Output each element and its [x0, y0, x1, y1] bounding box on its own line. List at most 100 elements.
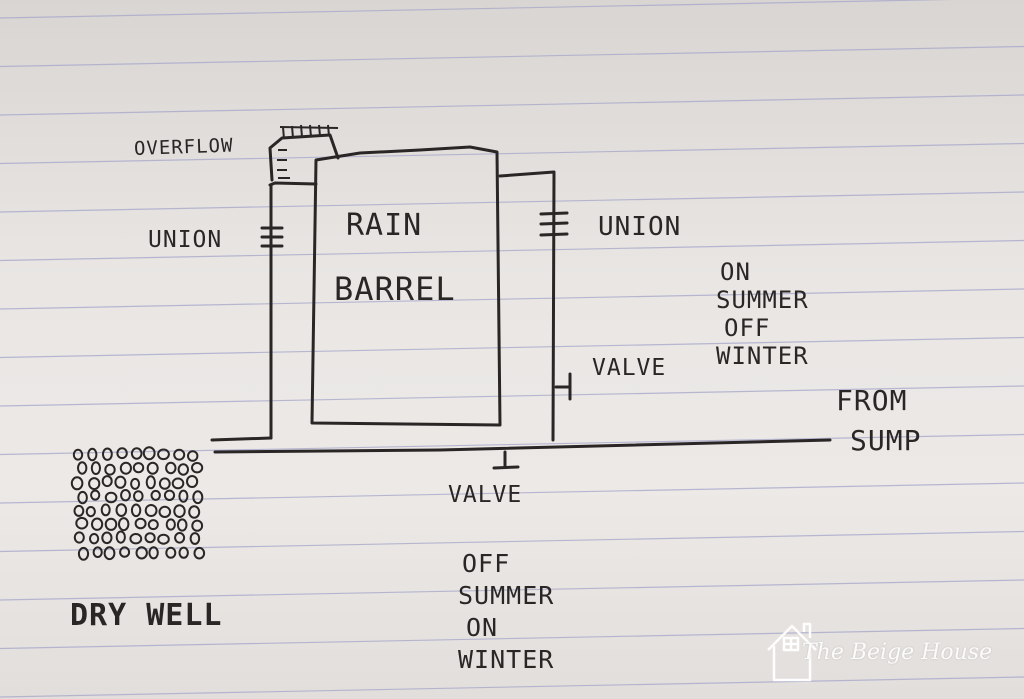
gravel-stone [100, 503, 111, 517]
rule-line [0, 94, 1024, 116]
gravel-stone [103, 546, 116, 561]
dry-well-label: DRY WELL [70, 598, 223, 633]
gravel-stone [89, 533, 100, 545]
sump-main-pipe [210, 436, 832, 454]
gravel-stone [72, 448, 84, 461]
gravel-stone [146, 461, 159, 475]
gravel-stone [129, 533, 143, 545]
gravel-stone [133, 490, 144, 503]
gravel-stone [176, 518, 188, 532]
gravel-stone [130, 447, 143, 460]
gravel-stone [193, 546, 206, 560]
gravel-stone [101, 531, 113, 545]
gravel-stone [186, 475, 199, 488]
dry-well-gravel [70, 446, 206, 561]
gravel-stone [163, 489, 176, 501]
gravel-stone [114, 475, 127, 489]
valve-bottom-label: VALVE [448, 482, 523, 508]
gravel-stone [178, 546, 189, 559]
gravel-stone [178, 489, 189, 503]
rule-line [0, 288, 1024, 310]
gravel-stone [132, 462, 145, 474]
gravel-stone [173, 448, 186, 461]
left-union-symbol [260, 226, 284, 248]
gravel-stone [73, 531, 85, 544]
gravel-stone [119, 461, 133, 475]
gravel-stone [174, 532, 186, 544]
gravel-stone [73, 504, 85, 517]
rule-line [0, 676, 1024, 698]
watermark-text: The Beige House [802, 640, 993, 665]
gravel-stone [189, 532, 201, 545]
watermark: The Beige House [764, 616, 1014, 686]
bottom-valve-symbol [492, 465, 520, 470]
sump-label: SUMP [850, 424, 922, 457]
gravel-stone [85, 506, 96, 518]
gravel-stone [147, 519, 159, 531]
right-union-symbol [539, 211, 569, 237]
gravel-stone [77, 461, 88, 475]
gravel-stone [116, 447, 128, 460]
gravel-stone [115, 530, 126, 544]
gravel-stone [177, 463, 190, 476]
gravel-stone [157, 533, 170, 545]
valve-right-state: WINTER [716, 342, 809, 370]
gravel-stone [92, 546, 103, 559]
valve-right-label: VALVE [592, 355, 667, 381]
rain-label: RAIN [346, 208, 423, 243]
gravel-stone [157, 448, 170, 461]
gravel-stone [119, 546, 131, 558]
gravel-stone [145, 475, 156, 490]
overflow-pipe [268, 181, 318, 187]
valve-bottom-state: OFF [462, 549, 511, 578]
gravel-stone [135, 546, 148, 560]
gravel-stone [187, 450, 199, 462]
barrel-label: BARREL [334, 270, 456, 308]
gravel-stone [87, 447, 98, 462]
right-valve-symbol [554, 372, 572, 401]
valve-right-state: OFF [724, 314, 771, 342]
gravel-stone [77, 490, 88, 505]
rule-line [0, 579, 1024, 601]
gravel-stone [70, 476, 84, 491]
gravel-stone [144, 532, 156, 544]
valve-bottom-state: SUMMER [458, 581, 555, 610]
rule-line [0, 45, 1024, 68]
overflow-label: OVERFLOW [133, 134, 234, 160]
overflow-hatching [277, 124, 339, 179]
rule-line [0, 336, 1024, 359]
rule-line [0, 142, 1024, 165]
gravel-stone [150, 489, 161, 501]
rule-line [0, 627, 1024, 650]
gravel-stone [90, 461, 102, 476]
rule-line [0, 0, 953, 19]
gravel-stone [77, 546, 90, 561]
gravel-stone [104, 491, 118, 504]
gravel-stone [88, 477, 101, 491]
gravel-stone [104, 463, 116, 476]
valve-right-state: ON [720, 258, 751, 286]
gravel-stone [102, 447, 113, 461]
gravel-stone [165, 461, 177, 475]
gravel-stone [101, 475, 113, 488]
rule-line [0, 385, 1024, 407]
gravel-stone [165, 546, 177, 559]
gravel-stone [158, 505, 172, 518]
union-right-label: UNION [598, 212, 682, 242]
gravel-stone [90, 489, 101, 501]
rain-barrel-outline [310, 145, 502, 427]
gravel-stone [120, 489, 131, 502]
rule-line [0, 191, 1024, 213]
gravel-stone [191, 519, 204, 532]
overflow-cap [268, 133, 340, 182]
rule-line [0, 433, 1024, 456]
valve-bottom-state: WINTER [458, 645, 555, 674]
valve-right-states: ON SUMMER OFF WINTER [716, 258, 809, 370]
gravel-stone [158, 477, 171, 490]
gravel-stone [75, 516, 89, 530]
gravel-stone [191, 462, 204, 474]
gravel-stone [148, 546, 159, 560]
gravel-stone [130, 477, 141, 490]
gravel-stone [142, 446, 156, 461]
